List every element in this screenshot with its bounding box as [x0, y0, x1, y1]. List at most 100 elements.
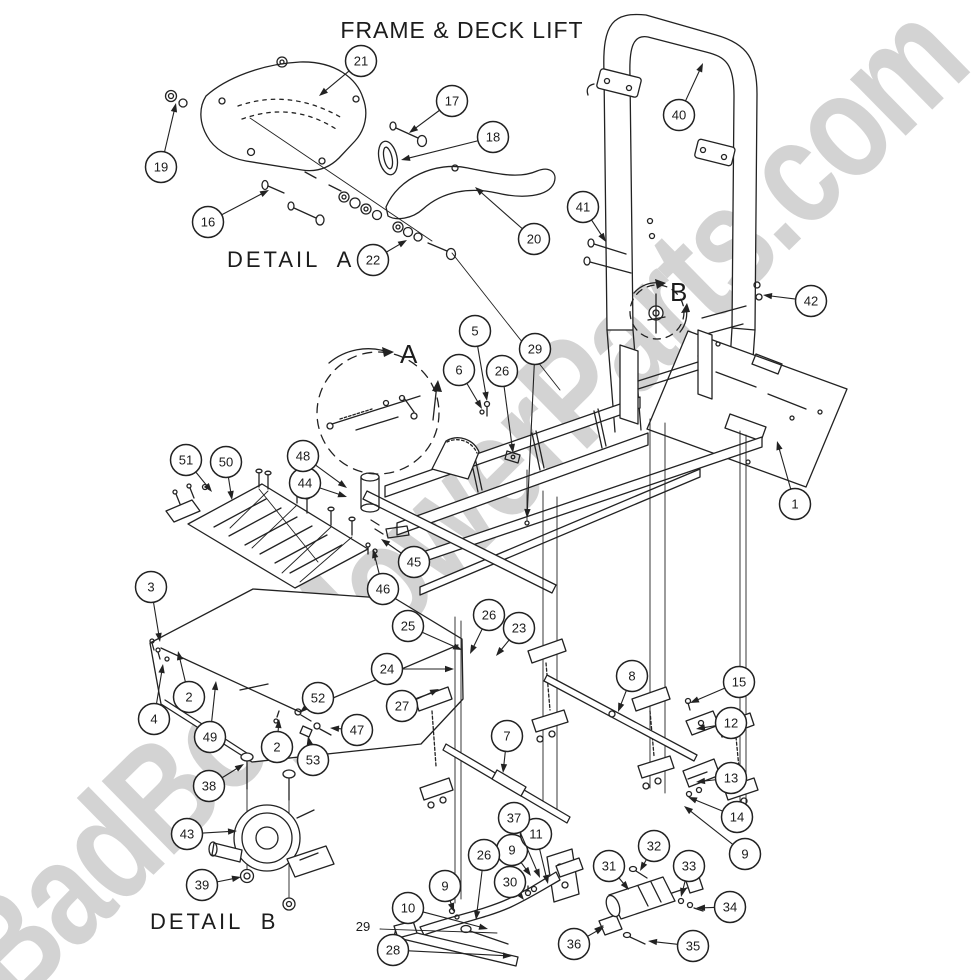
- callout-balloon-37: [497, 801, 531, 835]
- callout-balloon-6: [442, 353, 476, 387]
- callout-arrow-16: [259, 190, 269, 198]
- callout-number-52: 52: [311, 691, 325, 706]
- detail-a-marker: [316, 347, 442, 475]
- callout-number-11: 11: [529, 827, 543, 842]
- callout-leader-27: [415, 691, 433, 701]
- callout-balloon-9: [428, 869, 462, 903]
- fuel-pump-detail-b: [208, 752, 335, 911]
- callout-number-48: 48: [296, 449, 310, 464]
- callout-balloon-12: [714, 706, 748, 740]
- deck-panel: [149, 588, 464, 763]
- callout-number-39: 39: [195, 878, 209, 893]
- callout-number-28: 28: [386, 943, 400, 958]
- callout-arrow-30: [515, 890, 524, 900]
- callout-balloon-45: [397, 545, 431, 579]
- callout-number-7: 7: [503, 729, 510, 744]
- callout-arrow-25: [452, 643, 462, 650]
- callout-balloon-7: [490, 719, 524, 753]
- callout-balloon-8: [615, 659, 649, 693]
- callout-leader-19: [164, 109, 175, 153]
- callout-number-43: 43: [180, 827, 194, 842]
- callout-number-18: 18: [486, 130, 500, 145]
- callout-balloon-30: [493, 865, 527, 899]
- callout-number-5: 5: [471, 324, 478, 339]
- callout-number-40: 40: [672, 108, 686, 123]
- callout-number-31: 31: [602, 859, 616, 874]
- callout-balloon-16: [191, 205, 225, 239]
- callout-balloon-31: [592, 849, 626, 883]
- callout-arrow-9: [684, 806, 694, 815]
- callout-number-24: 24: [380, 662, 394, 677]
- callout-leader-48: [315, 464, 342, 485]
- callout-leader-46: [374, 555, 380, 575]
- callout-leader-15: [696, 687, 725, 701]
- callout-leader-16: [221, 192, 264, 216]
- callout-leader-12: [702, 725, 716, 729]
- callout-balloon-53: [296, 743, 330, 777]
- callout-number-2: 2: [273, 740, 280, 755]
- callout-balloon-47: [340, 713, 374, 747]
- callout-balloon-26: [472, 598, 506, 632]
- callout-balloon-46: [366, 572, 400, 606]
- callout-arrow-52: [300, 703, 310, 712]
- callout-balloon-1: [778, 487, 812, 521]
- callout-balloon-36: [557, 927, 591, 961]
- callout-arrow-34: [696, 904, 706, 911]
- callout-leader-11: [539, 848, 547, 878]
- callout-arrow-4: [158, 664, 165, 674]
- ref-29-label: 29: [356, 919, 370, 934]
- callout-balloon-14: [720, 800, 754, 834]
- callout-balloon-23: [502, 611, 536, 645]
- callout-balloon-2: [260, 730, 294, 764]
- callout-arrow-53: [306, 736, 313, 746]
- callout-leader-45: [386, 542, 402, 554]
- callout-balloon-26: [467, 838, 501, 872]
- callout-number-51: 51: [179, 453, 193, 468]
- callout-number-42: 42: [804, 294, 818, 309]
- callout-leader-6: [466, 383, 479, 404]
- callout-number-26: 26: [495, 364, 509, 379]
- callout-leader-41: [591, 219, 603, 237]
- callout-leader-35: [654, 941, 678, 945]
- callout-leader-26: [503, 386, 513, 447]
- callout-arrow-26: [470, 644, 477, 654]
- callout-number-21: 21: [354, 54, 368, 69]
- callout-number-2: 2: [185, 690, 192, 705]
- callout-number-26: 26: [477, 848, 491, 863]
- callout-number-15: 15: [732, 675, 746, 690]
- callout-leader-21: [324, 70, 350, 92]
- callout-arrow-36: [594, 927, 604, 935]
- callout-number-34: 34: [723, 900, 737, 915]
- callout-balloon-51: [169, 443, 203, 477]
- callout-number-41: 41: [576, 200, 590, 215]
- callout-arrow-44: [337, 491, 347, 498]
- callout-leader-51: [195, 471, 209, 487]
- callout-arrow-33: [680, 887, 687, 897]
- callout-arrow-21: [319, 87, 328, 96]
- callout-arrow-26: [473, 910, 481, 920]
- callout-number-6: 6: [455, 363, 462, 378]
- callout-balloon-17: [435, 84, 469, 118]
- callout-arrow-39: [231, 875, 241, 882]
- callout-arrow-2: [176, 651, 184, 661]
- callout-arrow-27: [429, 689, 439, 696]
- callout-balloon-21: [344, 44, 378, 78]
- callout-arrow-6: [474, 399, 482, 409]
- callout-balloon-40: [662, 98, 696, 132]
- callout-arrow-48: [337, 480, 347, 488]
- callout-leader-20: [479, 191, 523, 230]
- callout-leader-28: [408, 950, 506, 957]
- callout-arrow-20: [475, 187, 484, 196]
- callout-number-17: 17: [445, 94, 459, 109]
- callout-arrow-31: [620, 881, 629, 890]
- callout-balloon-28: [376, 933, 410, 967]
- callout-balloon-48: [286, 439, 320, 473]
- callout-leader-2: [179, 657, 186, 683]
- callout-balloon-41: [566, 190, 600, 224]
- callout-number-50: 50: [219, 455, 233, 470]
- callout-balloon-9: [728, 837, 762, 871]
- callout-leader-50: [227, 477, 232, 494]
- callout-balloon-33: [672, 849, 706, 883]
